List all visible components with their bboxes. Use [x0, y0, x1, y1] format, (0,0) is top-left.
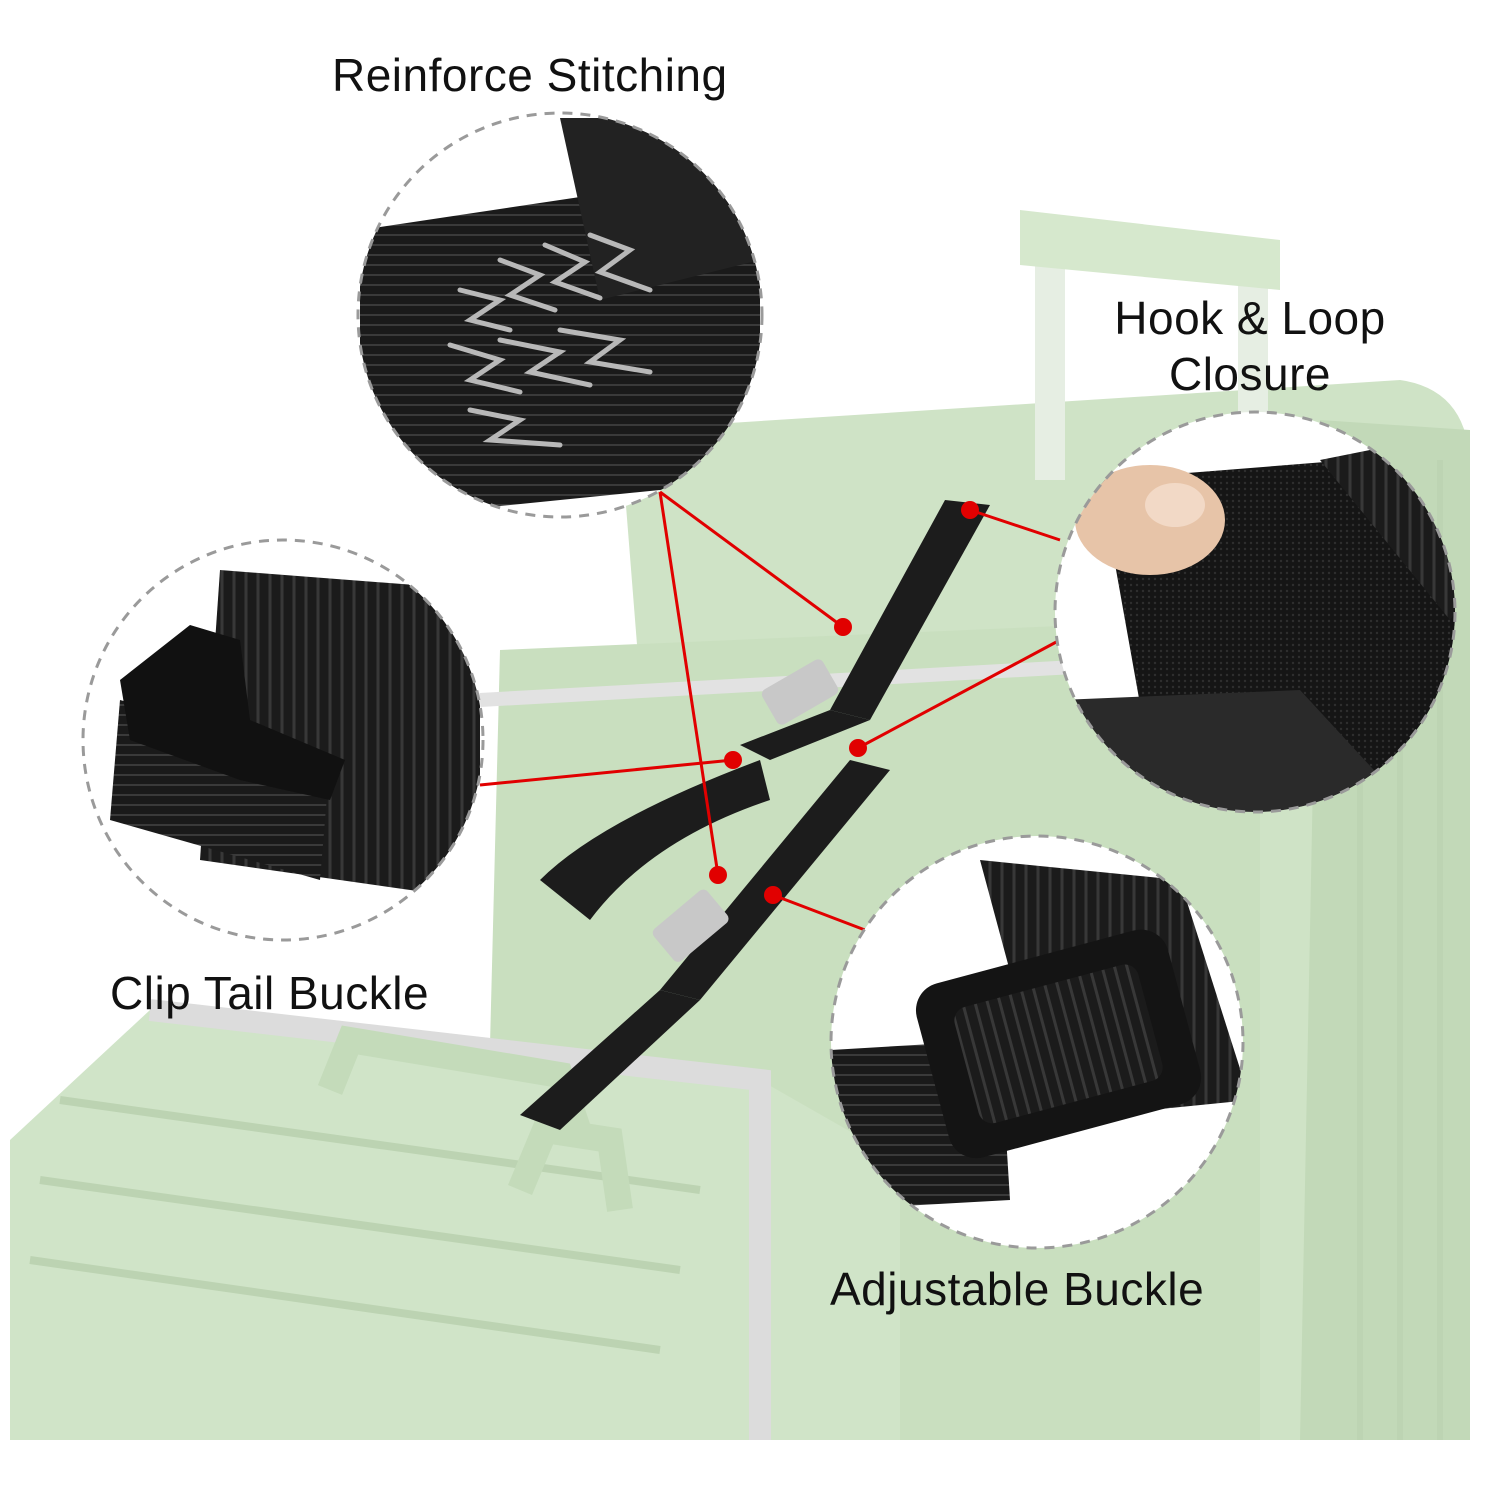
callout-dot	[764, 886, 782, 904]
callout-dot	[834, 618, 852, 636]
label-reinforce-stitching: Reinforce Stitching	[332, 49, 728, 101]
zoom-circle-hook-loop	[1053, 410, 1457, 814]
zoom-circle-reinforce-stitching	[356, 111, 764, 519]
metal-buckle-top	[761, 659, 839, 725]
label-clip-tail-buckle: Clip Tail Buckle	[110, 967, 430, 1019]
label-hook-loop-closure: Hook & Loop Closure	[1100, 290, 1400, 402]
zoom-circle-adjustable-buckle	[829, 834, 1245, 1250]
label-adjustable-buckle: Adjustable Buckle	[830, 1263, 1205, 1315]
callout-dot	[849, 739, 867, 757]
callout-lines	[479, 490, 1061, 932]
callout-dot	[709, 866, 727, 884]
callout-dot	[724, 751, 742, 769]
callout-dot	[961, 501, 979, 519]
label-hook-loop-line1: Hook & Loop	[1114, 292, 1386, 344]
metal-buckle-bottom	[652, 889, 729, 962]
callout-dots	[709, 501, 979, 904]
zoom-circle-clip-tail-buckle	[81, 538, 485, 942]
plastic-clip	[120, 625, 345, 800]
label-hook-loop-line2: Closure	[1168, 348, 1331, 400]
luggage-strap	[520, 500, 990, 1130]
